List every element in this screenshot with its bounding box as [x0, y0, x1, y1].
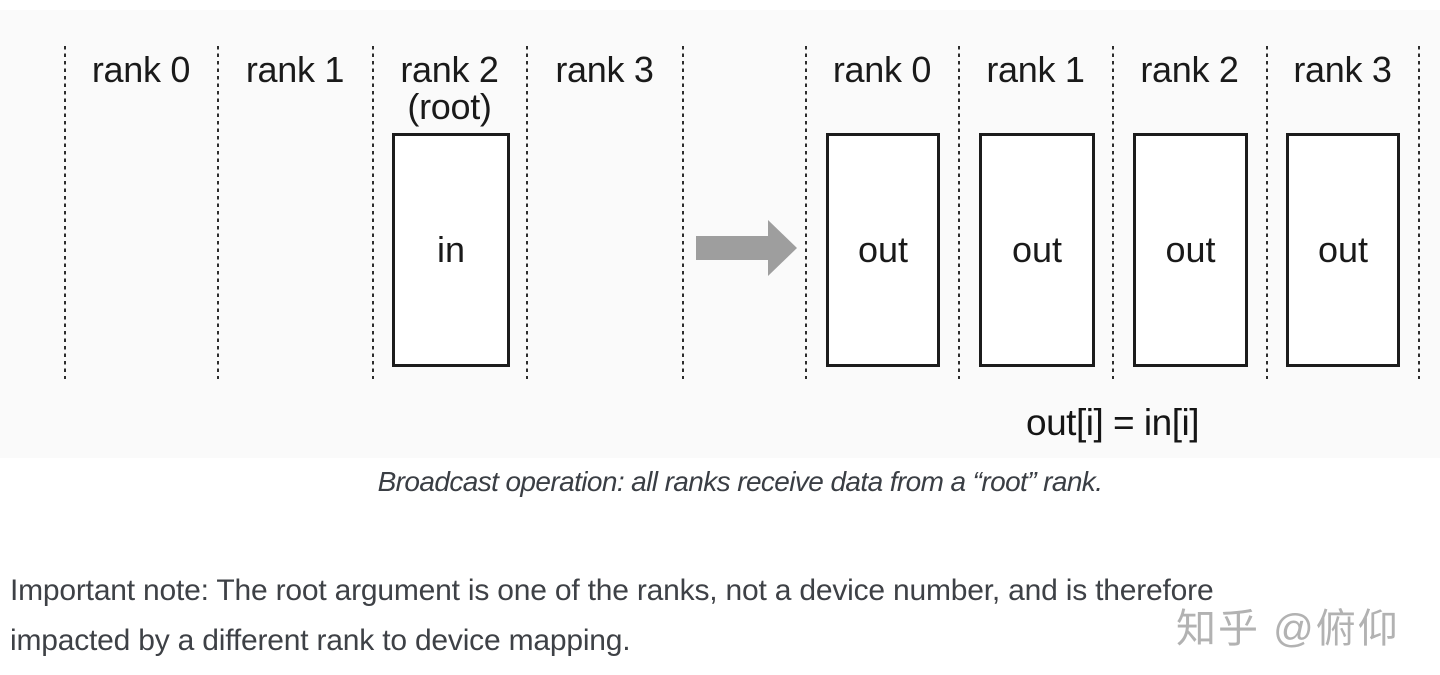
figure-caption: Broadcast operation: all ranks receive d… — [377, 466, 1103, 497]
out-box-label: out — [857, 229, 909, 270]
note-line: Important note: The root argument is one… — [10, 574, 1214, 607]
out-box: out — [1133, 133, 1248, 367]
zhihu-watermark: 知乎 @俯仰 — [1176, 607, 1400, 651]
out-box-label: out — [1011, 229, 1063, 270]
root-sublabel: (root) — [407, 86, 492, 127]
out-box: out — [826, 133, 940, 367]
rank-label-text: rank 1 — [986, 49, 1085, 90]
out-box-label: out — [1317, 229, 1369, 270]
out-box: out — [979, 133, 1095, 367]
rank-label: rank 2 — [1113, 51, 1266, 88]
rank-label-text: rank 0 — [832, 49, 932, 90]
rank-label-root: rank 2 (root) — [373, 51, 526, 125]
divider-line — [682, 46, 684, 379]
divider-line — [958, 46, 960, 379]
right-arrow-icon — [696, 220, 797, 276]
rank-label: rank 3 — [1267, 51, 1418, 88]
rank-label: rank 0 — [806, 51, 958, 88]
rank-label: rank 1 — [218, 51, 372, 88]
rank-label-text: rank 2 — [1140, 49, 1239, 90]
rank-label: rank 0 — [65, 51, 217, 88]
rank-label: rank 1 — [959, 51, 1112, 88]
rank-label-text: rank 3 — [555, 49, 654, 90]
rank-label-text: rank 1 — [245, 49, 345, 90]
rank-label-text: rank 2 — [400, 49, 499, 90]
in-box: in — [392, 133, 510, 367]
divider-line — [372, 46, 374, 379]
rank-label-text: rank 3 — [1293, 49, 1392, 90]
divider-line — [805, 46, 807, 379]
out-box-label: out — [1165, 229, 1216, 270]
divider-line — [1112, 46, 1114, 379]
divider-line — [526, 46, 528, 379]
divider-line — [217, 46, 219, 379]
note-line: impacted by a different rank to device m… — [10, 624, 631, 657]
rank-label: rank 3 — [527, 51, 682, 88]
out-box: out — [1286, 133, 1400, 367]
rank-label-text: rank 0 — [91, 49, 191, 90]
formula-text: out[i] = in[i] — [1026, 402, 1199, 443]
in-box-label: in — [436, 229, 466, 270]
important-note: Important note: The root argument is one… — [10, 566, 1430, 666]
divider-line — [1418, 46, 1420, 379]
divider-line — [1266, 46, 1268, 379]
divider-line — [64, 46, 66, 379]
